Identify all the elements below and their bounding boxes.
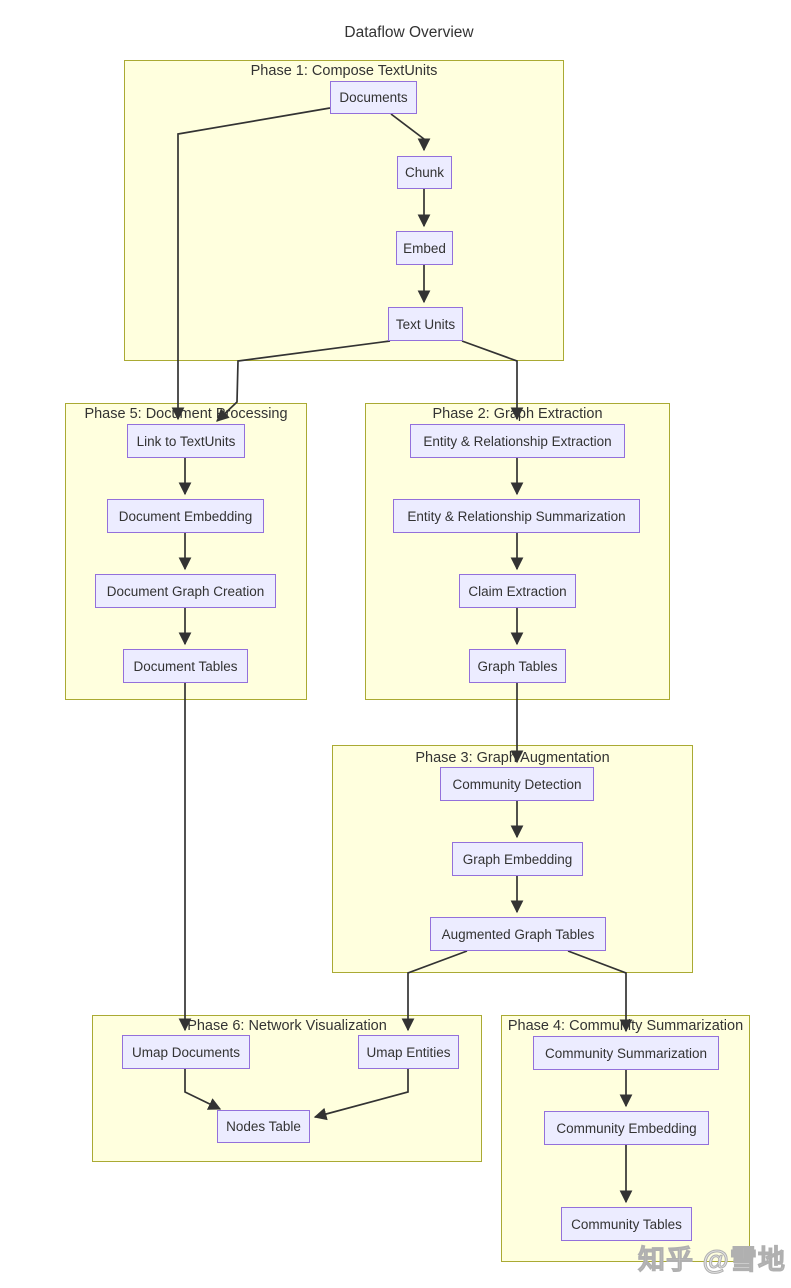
node-umap-entities-label: Umap Entities (366, 1044, 451, 1060)
node-graph-tables-label: Graph Tables (477, 658, 558, 674)
node-community-detection-label: Community Detection (452, 776, 582, 792)
group-phase3-label: Phase 3: Graph Augmentation (415, 750, 610, 766)
node-chunk-label: Chunk (404, 165, 445, 180)
node-text-units: Text Units (388, 307, 463, 341)
node-graph-embedding-label: Graph Embedding (462, 851, 573, 867)
node-graph-tables: Graph Tables (469, 649, 566, 683)
node-community-tables: Community Tables (561, 1207, 692, 1241)
node-umap-documents-label: Umap Documents (131, 1044, 241, 1060)
group-phase2-label: Phase 2: Graph Extraction (432, 406, 603, 422)
node-graph-embedding: Graph Embedding (452, 842, 583, 876)
node-text-units-label: Text Units (395, 316, 456, 332)
node-document-graph-creation: Document Graph Creation (95, 574, 276, 608)
node-community-summarization-label: Community Summarization (544, 1045, 708, 1061)
node-er-summarization: Entity & Relationship Summarization (393, 499, 640, 533)
group-phase4-label: Phase 4: Community Summarization (507, 1018, 744, 1034)
node-document-embedding: Document Embedding (107, 499, 264, 533)
node-er-extraction-label: Entity & Relationship Extraction (423, 433, 612, 449)
node-nodes-table: Nodes Table (217, 1110, 310, 1143)
node-claim-extraction-label: Claim Extraction (468, 583, 567, 599)
node-community-embedding: Community Embedding (544, 1111, 709, 1145)
node-nodes-table-label: Nodes Table (226, 1119, 301, 1134)
node-community-embedding-label: Community Embedding (556, 1120, 697, 1136)
diagram-title: Dataflow Overview (344, 24, 474, 41)
node-augmented-graph-tables-label: Augmented Graph Tables (441, 926, 595, 942)
node-documents: Documents (330, 81, 417, 114)
node-community-summarization: Community Summarization (533, 1036, 719, 1070)
group-phase1-label: Phase 1: Compose TextUnits (250, 63, 438, 79)
node-er-extraction: Entity & Relationship Extraction (410, 424, 625, 458)
node-chunk: Chunk (397, 156, 452, 189)
node-link-to-textunits: Link to TextUnits (127, 424, 245, 458)
node-er-summarization-label: Entity & Relationship Summarization (407, 508, 626, 524)
node-document-tables-label: Document Tables (133, 658, 238, 674)
node-umap-documents: Umap Documents (122, 1035, 250, 1069)
node-link-to-textunits-label: Link to TextUnits (136, 433, 236, 449)
watermark: 知乎 @雪地 (638, 1245, 786, 1276)
node-community-detection: Community Detection (440, 767, 594, 801)
node-embed-label: Embed (403, 240, 446, 256)
group-phase6-label: Phase 6: Network Visualization (187, 1018, 387, 1034)
node-community-tables-label: Community Tables (571, 1216, 682, 1232)
node-embed: Embed (396, 231, 453, 265)
node-document-tables: Document Tables (123, 649, 248, 683)
node-document-graph-creation-label: Document Graph Creation (106, 583, 265, 599)
node-claim-extraction: Claim Extraction (459, 574, 576, 608)
group-phase5-label: Phase 5: Document Processing (84, 406, 288, 422)
node-umap-entities: Umap Entities (358, 1035, 459, 1069)
node-document-embedding-label: Document Embedding (118, 508, 253, 524)
node-augmented-graph-tables: Augmented Graph Tables (430, 917, 606, 951)
node-documents-label: Documents (339, 90, 408, 105)
